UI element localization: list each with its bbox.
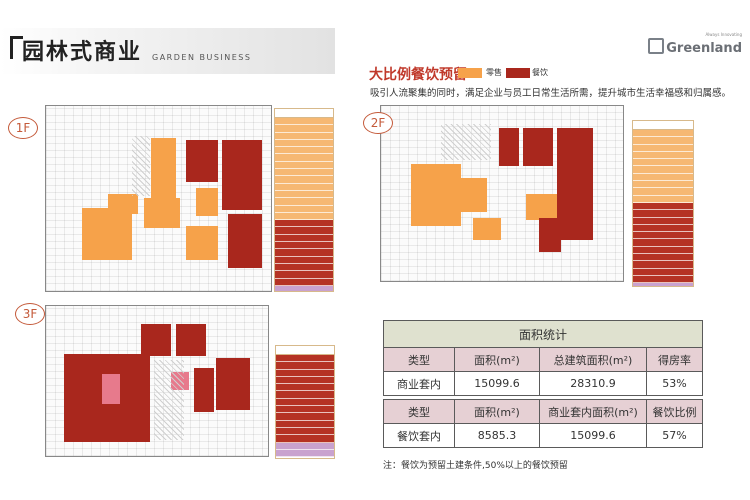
- area-header-type: 类型: [383, 347, 455, 372]
- floor-plan-2f: [380, 105, 624, 282]
- area-header-total: 总建筑面积(m²): [539, 347, 647, 372]
- dining-cell-type: 餐饮套内: [383, 423, 455, 448]
- dining-stats-table: 类型 面积(m²) 商业套内面积(m²) 餐饮比例 餐饮套内 8585.3 15…: [383, 399, 703, 448]
- floor-label-2f: 2F: [363, 112, 393, 134]
- floor-1f-area-table: [274, 108, 334, 292]
- area-header-area: 面积(m²): [454, 347, 540, 372]
- area-header-ratio: 得房率: [646, 347, 703, 372]
- dining-header-area: 面积(m²): [454, 399, 540, 424]
- area-stats-caption: 面积统计: [383, 320, 703, 348]
- brand-name: Greenland: [666, 41, 742, 56]
- legend-dining-label: 餐饮: [532, 68, 548, 77]
- brand-tagline: Always Innovating: [705, 32, 742, 37]
- area-cell-ratio: 53%: [646, 371, 703, 396]
- floor-plan-3f: [45, 305, 269, 457]
- greenland-logo-icon: [648, 38, 665, 54]
- dining-header-type: 类型: [383, 399, 455, 424]
- area-cell-type: 商业套内: [383, 371, 455, 396]
- floor-label-1f: 1F: [8, 117, 38, 139]
- floor-plan-1f: [45, 105, 272, 292]
- title-bracket: [10, 36, 23, 59]
- page-title: 园林式商业: [22, 40, 143, 65]
- dining-header-commercial: 商业套内面积(m²): [539, 399, 647, 424]
- floor-label-3f: 3F: [15, 303, 45, 325]
- legend-dining-swatch: [506, 68, 530, 78]
- section-description: 吸引人流聚集的同时，满足企业与员工日常生活所需，提升城市生活幸福感和归属感。: [370, 88, 732, 99]
- legend-retail-label: 零售: [486, 68, 502, 77]
- page-subtitle: GARDEN BUSINESS: [152, 53, 252, 62]
- floor-3f-area-table: [275, 345, 335, 459]
- dining-header-ratio: 餐饮比例: [646, 399, 703, 424]
- dining-cell-commercial: 15099.6: [539, 423, 647, 448]
- area-cell-area: 15099.6: [454, 371, 540, 396]
- brand-logo: Always Innovating Greenland: [648, 32, 742, 56]
- dining-cell-area: 8585.3: [454, 423, 540, 448]
- floor-2f-area-table: [632, 120, 694, 287]
- area-cell-total: 28310.9: [539, 371, 647, 396]
- legend-retail-swatch: [458, 68, 482, 78]
- area-stats-table: 面积统计 类型 面积(m²) 总建筑面积(m²) 得房率 商业套内 15099.…: [383, 320, 703, 396]
- dining-cell-ratio: 57%: [646, 423, 703, 448]
- section-title: 大比例餐饮预留: [369, 67, 467, 83]
- footnote: 注：餐饮为预留土建条件,50%以上的餐饮预留: [383, 461, 568, 471]
- title-banner: [0, 28, 335, 74]
